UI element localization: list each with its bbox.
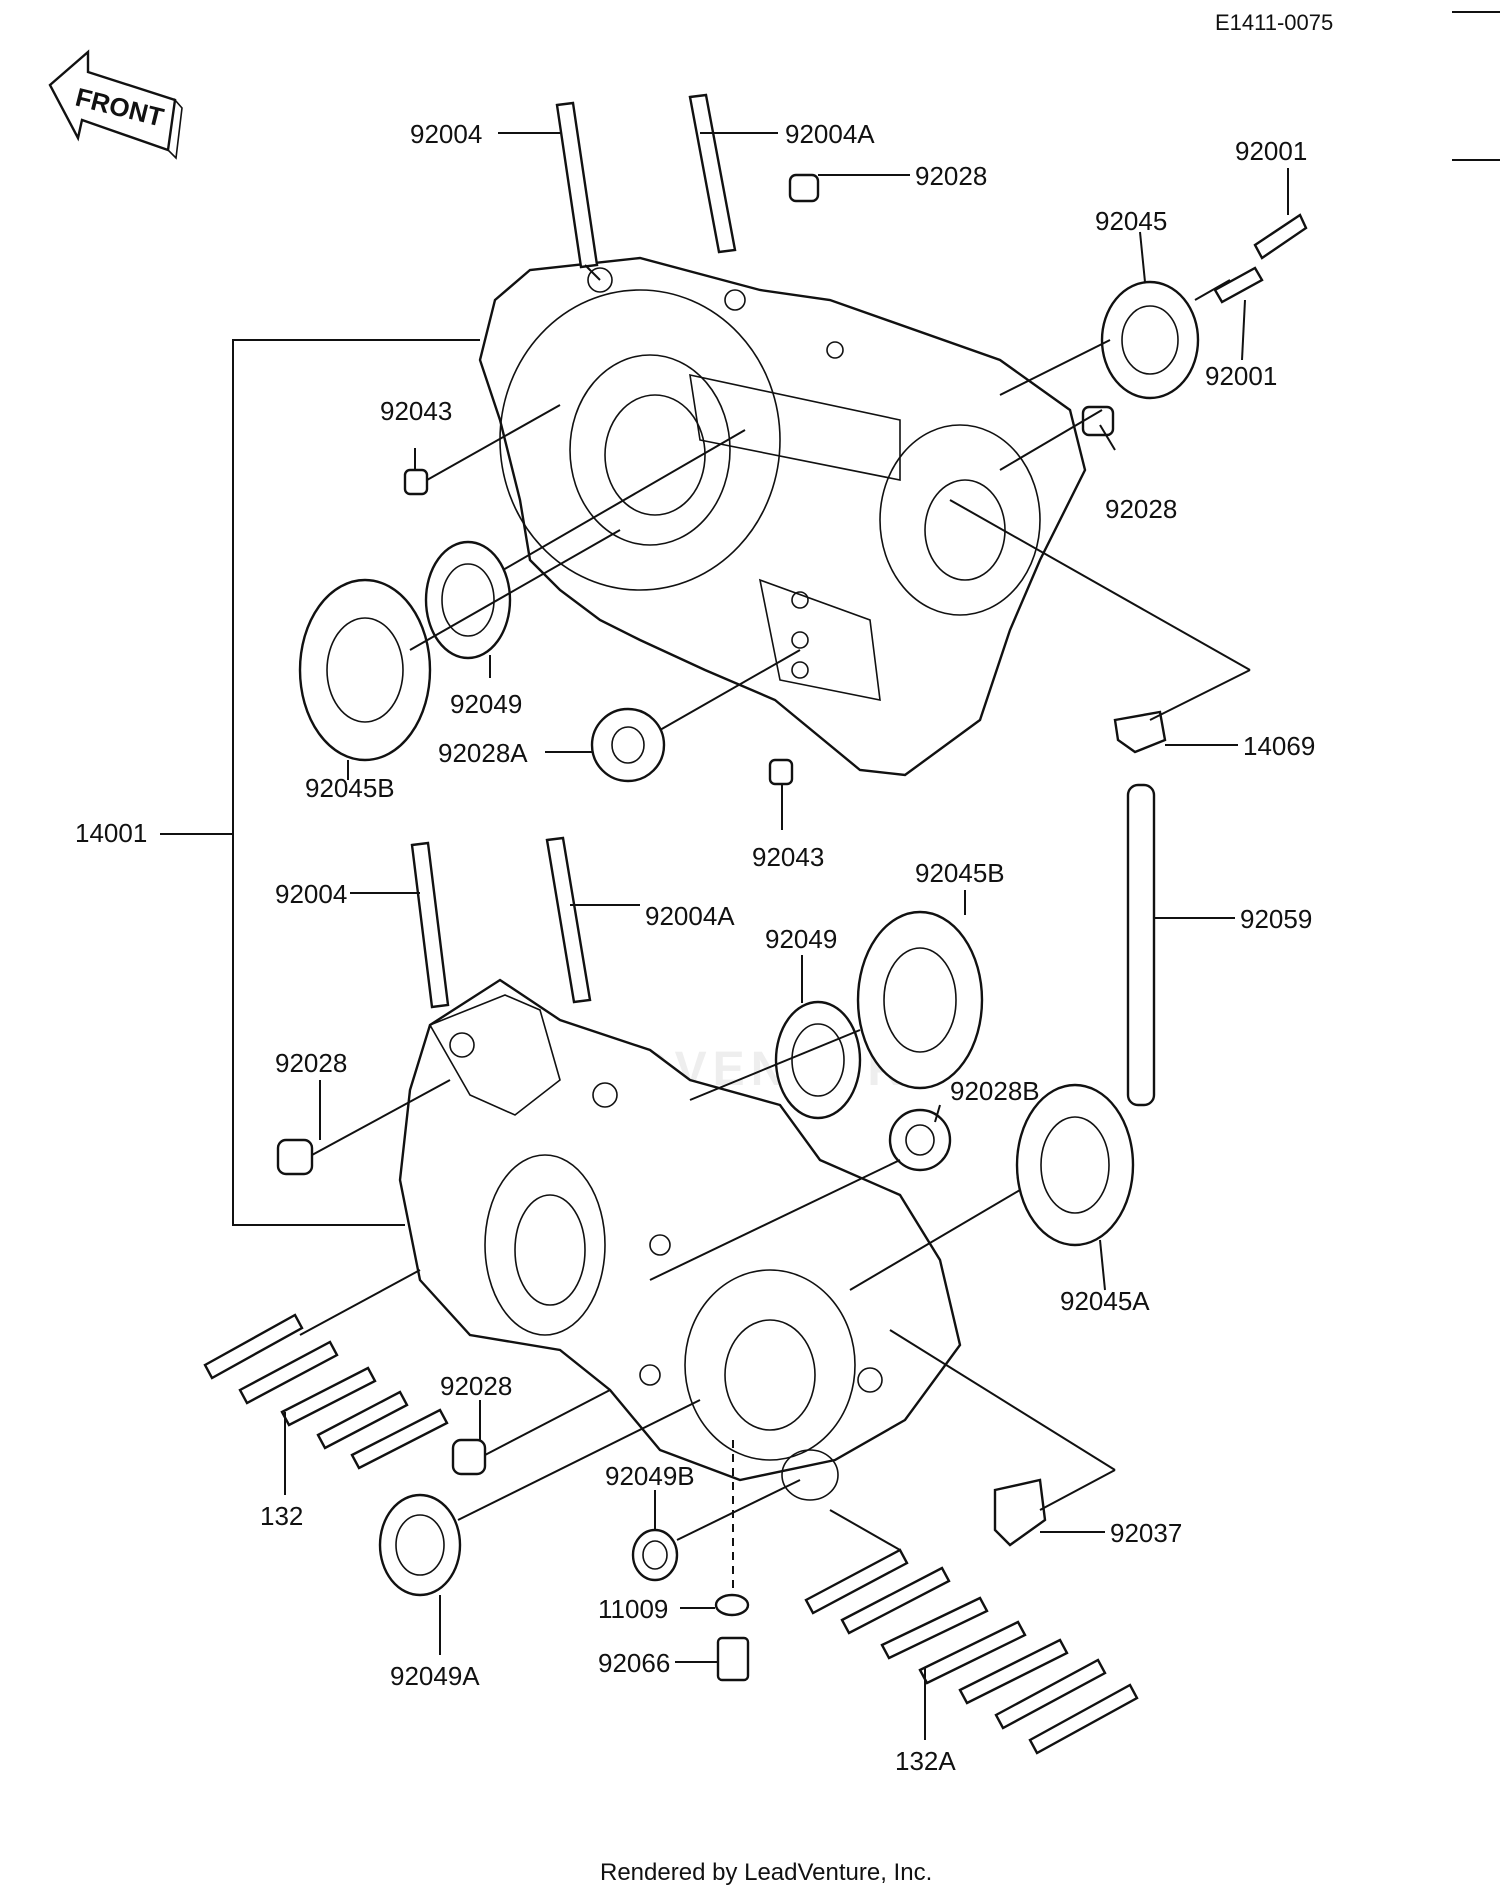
bearing-92045b-top [298, 578, 432, 762]
washer-11009 [714, 1593, 750, 1617]
label-132a: 132A [895, 1746, 956, 1776]
seal-92049a [378, 1493, 462, 1597]
label-92037: 92037 [1110, 1518, 1182, 1548]
label-92004a-low: 92004A [645, 901, 735, 931]
footer-credit: Rendered by LeadVenture, Inc. [600, 1859, 932, 1886]
label-92049b: 92049B [605, 1461, 695, 1491]
label-14069: 14069 [1243, 731, 1315, 761]
label-92028b: 92028B [950, 1076, 1040, 1106]
dowel-92028-bottom [451, 1438, 487, 1476]
bolt-set-132 [203, 1313, 449, 1470]
part-labels: 92004 92004A 92028 92001 92045 92001 920… [75, 119, 1315, 1776]
stud-92004-top [555, 101, 599, 269]
label-14001: 14001 [75, 818, 147, 848]
label-92028-bottom: 92028 [440, 1371, 512, 1401]
label-92043-mid: 92043 [752, 842, 824, 872]
bearing-92045b-low [856, 910, 984, 1090]
label-92045-top: 92045 [1095, 206, 1167, 236]
label-92059: 92059 [1240, 904, 1312, 934]
dowel-92043-mid [768, 758, 794, 786]
stud-92004a-top [688, 93, 737, 254]
label-92001-top: 92001 [1235, 136, 1307, 166]
dowel-92043-top [403, 468, 429, 496]
stud-92004a-low [545, 836, 592, 1004]
label-92045b-low: 92045B [915, 858, 1005, 888]
bearing-92045a [1015, 1083, 1135, 1247]
seal-92049-low [774, 1000, 862, 1120]
label-92045a: 92045A [1060, 1286, 1150, 1316]
label-92066: 92066 [598, 1648, 670, 1678]
dowel-92028-top [788, 173, 820, 203]
label-92001-mid: 92001 [1205, 361, 1277, 391]
label-11009: 11009 [598, 1594, 668, 1624]
fitting-14069 [1113, 710, 1167, 754]
label-92028-low: 92028 [275, 1048, 347, 1078]
label-92028a: 92028A [438, 738, 528, 768]
label-92043-top: 92043 [380, 396, 452, 426]
label-92045b-top: 92045B [305, 773, 395, 803]
bearing-92045-top [1100, 280, 1200, 400]
bolt-92001-lower [1213, 266, 1264, 304]
stud-92004-low [410, 841, 450, 1009]
label-92049a: 92049A [390, 1661, 480, 1691]
leader-lines [160, 132, 1289, 1740]
lower-crankcase-half [398, 978, 962, 1501]
label-92004-top: 92004 [410, 119, 482, 149]
bushing-92028b [888, 1108, 952, 1172]
label-92004a-top: 92004A [785, 119, 875, 149]
clamp-92037 [993, 1478, 1047, 1547]
diagram-code: E1411-0075 [1215, 10, 1333, 35]
front-arrow-icon: FRONT [48, 49, 183, 160]
label-92004-low: 92004 [275, 879, 347, 909]
upper-crankcase-half [478, 256, 1087, 777]
bushing-92028a [590, 707, 666, 783]
drain-plug-92066 [716, 1636, 750, 1682]
label-92028-top: 92028 [915, 161, 987, 191]
dowel-92028-low [276, 1138, 314, 1176]
label-132: 132 [260, 1501, 303, 1531]
label-92049-low: 92049 [765, 924, 837, 954]
label-92049-top: 92049 [450, 689, 522, 719]
bolt-set-132a [804, 1548, 1139, 1755]
seal-92049b [631, 1528, 679, 1582]
tube-92059 [1126, 783, 1156, 1107]
bolt-92001-upper [1253, 213, 1308, 260]
label-92028-right: 92028 [1105, 494, 1177, 524]
